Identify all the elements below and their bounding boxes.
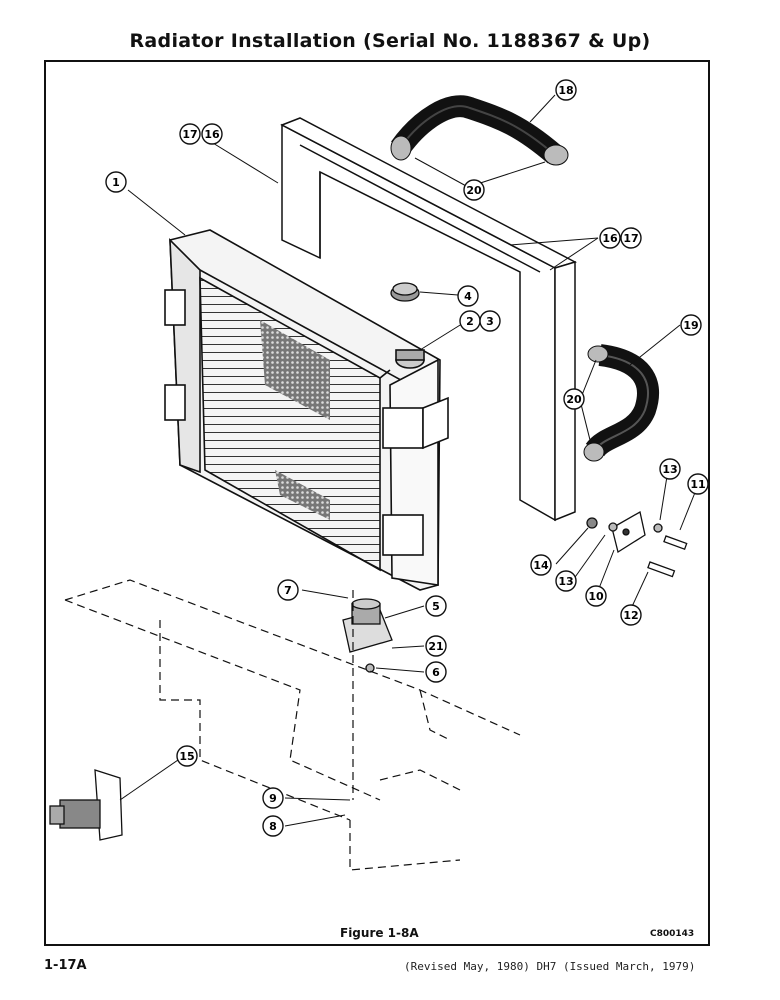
- callout-8: 8: [262, 815, 284, 837]
- page-title: Radiator Installation (Serial No. 118836…: [129, 30, 651, 52]
- support-frame: [280, 117, 577, 522]
- callout-label: 6: [432, 666, 440, 679]
- callout-13-lower: 13: [555, 570, 577, 592]
- callout-label: 11: [690, 478, 705, 491]
- callout-21: 21: [425, 635, 447, 657]
- callout-15: 15: [176, 745, 198, 767]
- callout-label: 4: [464, 290, 472, 303]
- figure-frame: [44, 60, 710, 946]
- callout-label: 8: [269, 820, 277, 833]
- figure-caption: Figure 1-8A: [340, 926, 419, 940]
- callout-6: 6: [425, 661, 447, 683]
- base-frame-outline: [64, 579, 521, 871]
- callout-16-upper: 16: [201, 123, 223, 145]
- callout-label: 13: [662, 463, 677, 476]
- callout-11: 11: [687, 473, 709, 495]
- callout-label: 5: [432, 600, 440, 613]
- callout-label: 1: [112, 176, 120, 189]
- callout-label: 13: [558, 575, 573, 588]
- upper-hose: [390, 95, 569, 166]
- callout-label: 14: [533, 559, 549, 572]
- callout-label: 17: [182, 128, 197, 141]
- callout-19: 19: [680, 314, 702, 336]
- callout-label: 16: [204, 128, 220, 141]
- callout-10: 10: [585, 585, 607, 607]
- callout-4: 4: [457, 285, 479, 307]
- callout-label: 16: [602, 232, 618, 245]
- callout-label: 3: [486, 315, 494, 328]
- lower-hose: [583, 344, 659, 462]
- callout-18: 18: [555, 79, 577, 101]
- callout-label: 12: [623, 609, 638, 622]
- callout-17-upper: 17: [179, 123, 201, 145]
- callout-label: 20: [566, 393, 582, 406]
- callout-7: 7: [277, 579, 299, 601]
- callout-label: 18: [558, 84, 573, 97]
- mount-bracket-hardware: [586, 510, 688, 578]
- callout-20-upper: 20: [463, 179, 485, 201]
- callout-3: 3: [479, 310, 501, 332]
- callout-12: 12: [620, 604, 642, 626]
- page-number: 1-17A: [44, 958, 87, 973]
- figure-code: C800143: [650, 929, 695, 939]
- callout-5: 5: [425, 595, 447, 617]
- callout-20-lower: 20: [563, 388, 585, 410]
- callout-label: 21: [428, 640, 443, 653]
- callout-label: 17: [623, 232, 638, 245]
- revision-note: (Revised May, 1980) DH7 (Issued March, 1…: [404, 960, 696, 973]
- callout-1: 1: [105, 171, 127, 193]
- callout-9: 9: [262, 787, 284, 809]
- radiator-cap: [390, 282, 420, 302]
- callout-14: 14: [530, 554, 552, 576]
- callout-16-right: 16: [599, 227, 621, 249]
- callout-label: 9: [269, 792, 277, 805]
- callout-label: 7: [284, 584, 292, 597]
- callout-13-upper: 13: [659, 458, 681, 480]
- callout-label: 19: [683, 319, 698, 332]
- drain-valve: [49, 769, 123, 841]
- callout-label: 10: [588, 590, 604, 603]
- callout-label: 15: [179, 750, 194, 763]
- callout-2: 2: [459, 310, 481, 332]
- isolator-mount: [342, 598, 393, 673]
- callout-label: 20: [466, 184, 482, 197]
- callout-label: 2: [466, 315, 474, 328]
- radiator: [164, 229, 449, 591]
- callout-17-right: 17: [620, 227, 642, 249]
